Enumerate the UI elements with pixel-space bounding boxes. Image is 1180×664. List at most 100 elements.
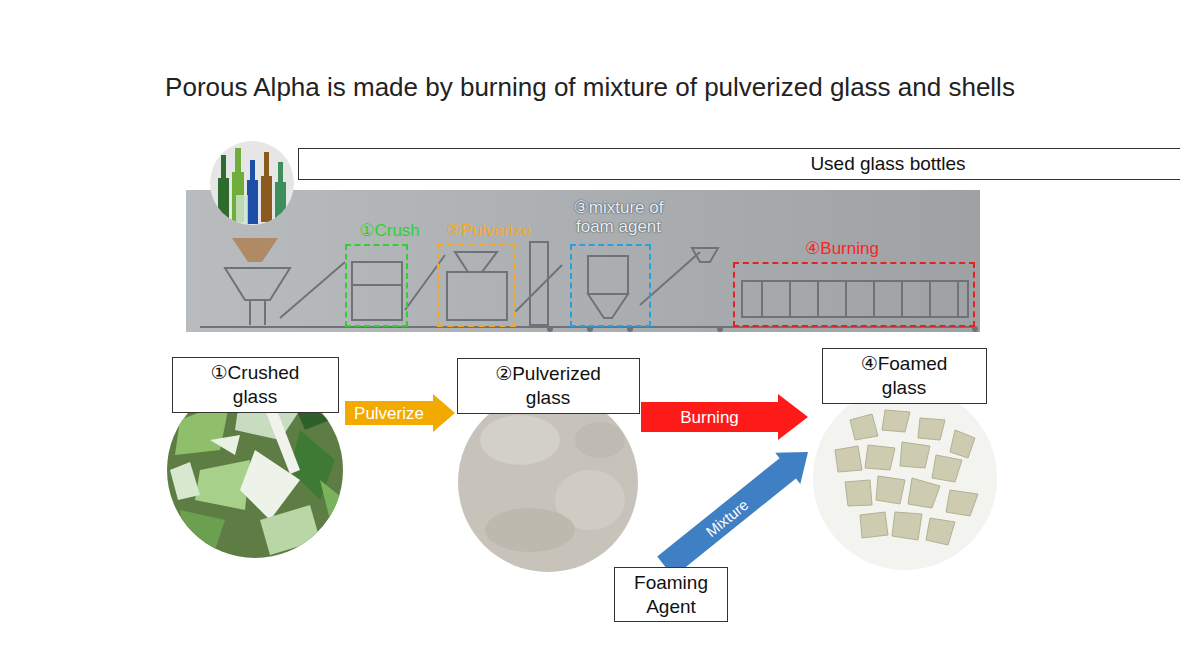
stage-heading: ③mixture of foam agent [553,198,685,237]
illustration-part [352,262,402,320]
illustration-part [225,268,290,300]
box-text: ②Pulverized glass [484,362,613,410]
illustration-part [876,476,905,504]
illustration-part [485,508,575,552]
illustration-part [260,505,320,555]
illustration-part [320,480,345,520]
illustration-part [186,190,980,332]
arrow-label: Mixture [703,496,751,539]
illustration-part [901,281,903,317]
title: Porous Alpha is made by burning of mixtu… [0,72,1180,103]
foamed-glass-photo [813,386,997,570]
illustration-part [264,152,269,178]
illustration-part [278,162,283,184]
illustration-part [218,148,286,225]
illustration-part [926,518,955,545]
illustration-part [835,446,862,472]
illustration-part [447,272,507,320]
illustration-part [261,176,272,222]
illustration-part [170,462,200,500]
illustration-part [575,422,625,458]
material-card: ①Crushed glass [165,357,345,560]
illustration-part [908,478,940,508]
illustration-part [249,300,251,325]
box-text: ④Foamed glass [850,352,959,400]
illustration-part [813,386,997,570]
arrow-label: Burning [680,409,739,426]
illustration-part [210,141,294,225]
illustration-part [789,281,791,317]
illustration-part [210,435,240,455]
illustration-part [480,415,625,552]
box-text: Foaming Agent [625,571,717,619]
label-box: ①Crushed glass [172,357,339,413]
box-text: Used glass bottles [305,152,1180,176]
illustration-part [195,460,250,510]
stage-heading: ①Crush [359,221,420,241]
illustration-part [515,265,562,312]
bottles-photo [210,141,294,225]
illustration-part [235,148,241,174]
illustration-part [892,512,922,540]
illustration-part [932,455,962,482]
illustration-part [929,281,931,317]
illustration-part [530,242,548,325]
stage-heading: ②Pulverize [446,221,531,241]
illustration-part [218,178,229,223]
illustration-part [882,410,910,432]
process-stage: ①Crush [345,244,408,327]
illustration-part [845,281,847,317]
label-box: Foaming Agent [614,567,728,623]
illustration-part [640,252,700,305]
label-box: Used glass bottles [298,148,1180,180]
illustration-part [957,281,959,317]
illustration-part [236,195,248,225]
block-arrow [345,394,455,432]
illustration-part [250,160,255,182]
illustration-part [455,252,497,272]
block-arrow [641,394,808,440]
material-card: ④Foamed glass [808,348,1000,570]
box-text: ①Crushed glass [195,361,316,409]
illustration-part [950,430,975,458]
illustration-part [900,442,930,468]
illustration-part [588,256,628,294]
illustration-part [180,510,225,550]
arrow-label: Pulverize [354,405,424,422]
illustration-part [873,281,875,317]
illustration-part [280,262,345,318]
stage-heading: ④Burning [805,239,879,259]
material-card: ②Pulverized glass [455,358,641,572]
illustration-part [265,405,300,474]
illustration-part [946,490,978,516]
pulverized-glass-photo [458,392,638,572]
illustration-part [352,284,402,286]
label-box: ②Pulverized glass [457,358,640,414]
illustration-part [845,480,872,506]
illustration-part [817,281,819,317]
illustration-part [835,410,978,545]
illustration-part [405,255,445,310]
factory-photo [186,190,980,332]
illustration-part [860,512,888,538]
illustration-part [458,392,638,572]
process-stage: ②Pulverize [437,244,516,327]
illustration-part [170,395,345,555]
illustration-part [717,326,723,332]
illustration-part [221,155,226,180]
illustration-part [247,180,258,224]
illustration-part [742,281,968,317]
illustration-part [761,281,763,317]
illustration-part [850,414,878,440]
illustration-part [232,238,278,262]
illustration-part [275,182,286,224]
illustration-part [480,415,560,465]
illustration-part [547,326,553,332]
block-arrow [657,452,808,577]
illustration-part [588,294,628,318]
illustration-part [918,418,945,440]
label-box: ④Foamed glass [822,348,987,404]
illustration-part [264,300,266,325]
